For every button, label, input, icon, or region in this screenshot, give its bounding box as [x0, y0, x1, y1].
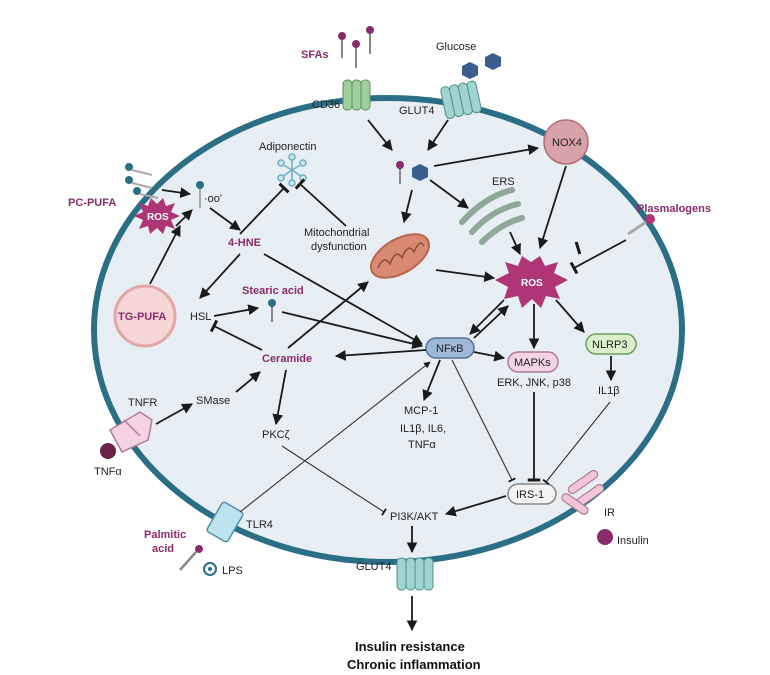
- tlr4-label: TLR4: [246, 519, 273, 531]
- stearic-acid-icon: [268, 299, 276, 322]
- cd36-label: CD36: [312, 99, 340, 111]
- pc-pufa-label: PC-PUFA: [68, 197, 116, 209]
- nlrp3-label: NLRP3: [592, 339, 627, 351]
- tnfa-ligand-icon: [100, 443, 116, 459]
- mapks-node: [507, 351, 559, 373]
- outcome-insulin-resistance: Insulin resistance: [355, 639, 465, 654]
- sfas-label: SFAs: [301, 49, 329, 61]
- lps-label: LPS: [222, 565, 243, 577]
- tnfa-label: TNFα: [94, 466, 122, 478]
- pc-pufa-lipids-icon: [125, 163, 159, 199]
- stearic-label: Stearic acid: [242, 285, 304, 297]
- nlrp3-node: [585, 333, 637, 355]
- nox4-node: [543, 119, 589, 165]
- adiponectin-label: Adiponectin: [259, 141, 317, 153]
- mcp1-label: MCP-1: [404, 405, 438, 417]
- four-hne-label: 4-HNE: [228, 237, 261, 249]
- thin-arrows: [239, 361, 431, 513]
- ros-big-label: ROS: [521, 278, 543, 289]
- peroxyl-label: ·oo': [204, 193, 222, 205]
- cd36-transporter-icon: [342, 79, 371, 111]
- tnfr-label: TNFR: [128, 397, 157, 409]
- insulin-receptor-icon: [561, 469, 605, 515]
- ros-big-star: [495, 256, 568, 308]
- insulin-label: Insulin: [617, 535, 649, 547]
- hsl-label: HSL: [190, 311, 211, 323]
- mito-label: Mitochondrial: [304, 227, 369, 239]
- irs1-node: [507, 483, 557, 505]
- nox4-label: NOX4: [552, 137, 582, 149]
- ros-small-label: ROS: [147, 212, 169, 223]
- sfa-molecules-icon: [338, 26, 374, 68]
- internal-sfa-icon: [396, 161, 404, 184]
- activation-arrows: [149, 119, 617, 632]
- il1b-label: IL1β: [598, 385, 620, 397]
- tnfr-receptor-icon: [108, 411, 153, 453]
- tlr4-receptor-icon: [206, 501, 244, 543]
- tg-pufa-label: TG-PUFA: [118, 311, 166, 323]
- mapks-label: MAPKs: [514, 357, 551, 369]
- acid-label: acid: [152, 543, 174, 555]
- peroxyl-radical-icon: [196, 181, 204, 208]
- glucose-label: Glucose: [436, 41, 476, 53]
- erk-label: ERK, JNK, p38: [497, 377, 571, 389]
- tg-pufa-droplet: [113, 284, 177, 348]
- il-list-label: IL1β, IL6,: [400, 423, 446, 435]
- plasmalogens-label: Plasmalogens: [637, 203, 711, 215]
- ers-label: ERS: [492, 176, 515, 188]
- pi3k-label: PI3K/AKT: [390, 511, 439, 523]
- internal-glucose-icon: [412, 164, 428, 181]
- glut4-top-transporter-icon: [440, 80, 482, 119]
- irs1-label: IRS-1: [516, 489, 544, 501]
- palmitic-label: Palmitic: [144, 529, 186, 541]
- pkcz-label: PKCζ: [262, 429, 290, 441]
- cell-membrane: [91, 95, 685, 565]
- lps-icon: [203, 562, 217, 576]
- glut4-bottom-transporter-icon: [396, 557, 434, 591]
- ir-label: IR: [604, 507, 615, 519]
- inhibition-lines: [209, 178, 627, 516]
- glucose-molecules-icon: [462, 53, 501, 79]
- plasmalogen-lipid-icon: [627, 214, 655, 236]
- nfkb-node: [425, 337, 475, 359]
- palmitic-acid-icon: [179, 545, 203, 571]
- tnfa-cytokine-label: TNFα: [408, 439, 436, 451]
- adiponectin-icon: [277, 153, 307, 187]
- insulin-ligand-icon: [597, 529, 613, 545]
- outcome-chronic-inflammation: Chronic inflammation: [347, 657, 481, 672]
- glut4-top-label: GLUT4: [399, 105, 434, 117]
- ros-small-star: [134, 198, 180, 234]
- nfkb-label: NFκB: [436, 343, 464, 355]
- mito-label-2: dysfunction: [311, 241, 367, 253]
- glut4-bottom-label: GLUT4: [356, 561, 391, 573]
- smase-label: SMase: [196, 395, 230, 407]
- ers-organelle-icon: [459, 187, 525, 245]
- mitochondria-icon: [370, 233, 430, 279]
- ceramide-label: Ceramide: [262, 353, 312, 365]
